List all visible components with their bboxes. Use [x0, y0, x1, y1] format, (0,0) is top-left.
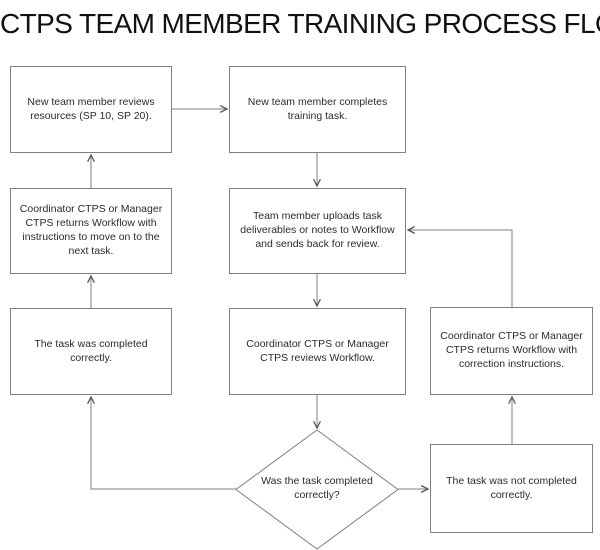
node-return-instructions: Coordinator CTPS or Manager CTPS returns…	[10, 188, 172, 274]
node-return-corrections-label: Coordinator CTPS or Manager CTPS returns…	[440, 330, 583, 370]
node-decision-label: Was the task completed correctly?	[261, 475, 373, 501]
edge-return-corrections-to-upload-deliverables	[408, 230, 513, 307]
node-complete-training-label: New team member completes training task.	[247, 95, 388, 122]
node-review-workflow: Coordinator CTPS or Manager CTPS reviews…	[229, 308, 406, 395]
node-review-resources-label: New team member reviews resources (SP 10…	[27, 95, 155, 122]
edge-decision-to-task-completed	[91, 397, 236, 490]
node-task-not-completed: The task was not completed correctly.	[430, 444, 593, 533]
node-return-corrections: Coordinator CTPS or Manager CTPS returns…	[430, 307, 593, 395]
node-complete-training: New team member completes training task.	[229, 66, 406, 153]
node-return-instructions-label: Coordinator CTPS or Manager CTPS returns…	[19, 203, 163, 257]
node-upload-deliverables-label: Team member uploads task deliverables or…	[240, 210, 395, 250]
node-review-workflow-label: Coordinator CTPS or Manager CTPS reviews…	[246, 337, 389, 364]
node-task-not-completed-label: The task was not completed correctly.	[446, 474, 577, 501]
node-decision: Was the task completed correctly?	[247, 459, 387, 519]
diagram-title: CTPS TEAM MEMBER TRAINING PROCESS FLOW	[0, 8, 600, 39]
node-upload-deliverables: Team member uploads task deliverables or…	[229, 188, 406, 274]
node-task-completed-label: The task was completed correctly.	[34, 337, 148, 364]
node-review-resources: New team member reviews resources (SP 10…	[10, 66, 172, 153]
node-task-completed: The task was completed correctly.	[10, 308, 172, 395]
